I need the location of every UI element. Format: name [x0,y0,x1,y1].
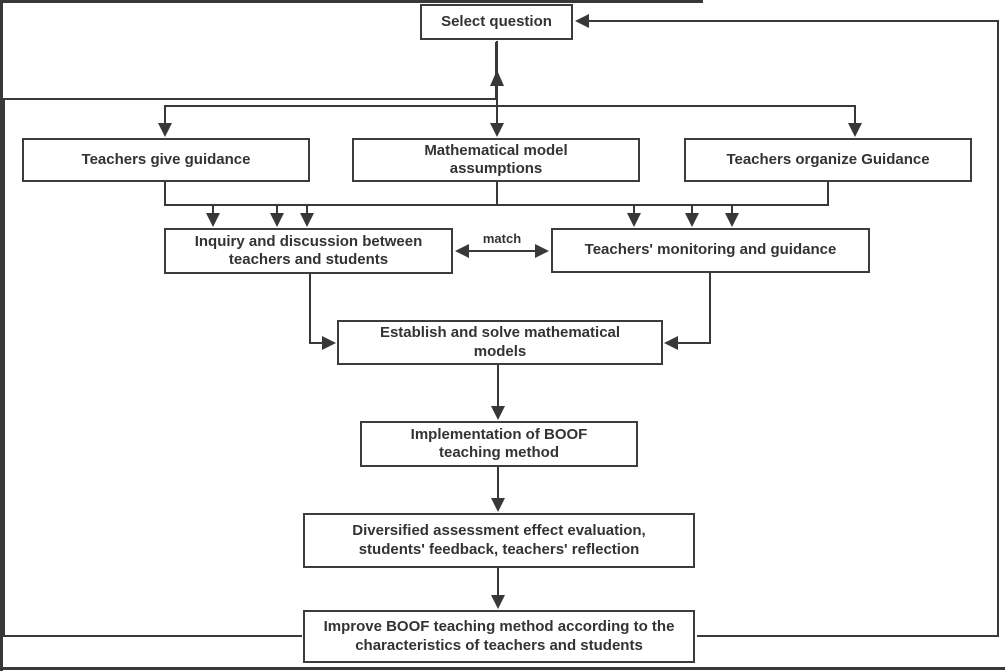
node-label: Mathematical model assumptions [424,141,568,177]
node-label: Establish and solve mathematical models [379,324,621,360]
node-implementation-boof: Implementation of BOOF teaching method [360,421,638,467]
arrowhead-into-give-guidance [158,123,172,137]
node-inquiry-and-discussion: Inquiry and discussion between teachers … [164,228,453,274]
arrowhead-into-organize-guidance [848,123,862,137]
flow-line-right-feedback [584,20,999,637]
arrowhead-into-establish-left [322,336,336,350]
node-label: Teachers give guidance [81,150,251,168]
arrowhead-into-diversified [491,498,505,512]
arrowhead-into-monitoring-1 [627,213,641,227]
arrowhead-into-improve [491,595,505,609]
node-teachers-monitoring: Teachers' monitoring and guidance [551,228,870,273]
node-teachers-organize-guidance: Teachers organize Guidance [684,138,972,182]
node-teachers-give-guidance: Teachers give guidance [22,138,310,182]
arrowhead-into-implementation [491,406,505,420]
node-diversified-assessment: Diversified assessment effect evaluation… [303,513,695,568]
collector-distribution [164,182,829,227]
arrowhead-into-monitoring-3 [725,213,739,227]
node-label: Teachers organize Guidance [726,150,930,168]
arrowhead-into-monitoring-2 [685,213,699,227]
top-distribution [158,41,862,137]
flow-line-inquiry-exit [309,274,324,344]
arrowhead-into-establish-right [664,336,678,350]
arrowhead-into-math-assumptions [490,123,504,137]
node-improve-boof: Improve BOOF teaching method according t… [303,610,695,663]
arrowhead-into-inquiry-2 [270,213,284,227]
edge-label-match: match [482,231,522,246]
match-connector [455,244,549,258]
node-establish-and-solve: Establish and solve mathematical models [337,320,663,365]
node-label: Improve BOOF teaching method according t… [323,618,675,654]
node-mathematical-model-assumptions: Mathematical model assumptions [352,138,640,182]
vertical-chain [491,365,505,609]
node-label: Teachers' monitoring and guidance [584,241,837,259]
merge-into-establish [309,273,711,350]
node-label: Implementation of BOOF teaching method [410,425,588,461]
node-label: Diversified assessment effect evaluation… [352,522,646,558]
arrowhead-into-inquiry-1 [206,213,220,227]
arrowhead-into-select-right [575,14,589,28]
arrowhead-match-left [455,244,469,258]
flow-line-monitoring-exit [674,273,711,344]
arrowhead-match-right [535,244,549,258]
node-select-question: Select question [420,4,573,40]
node-label: Inquiry and discussion between teachers … [194,232,423,268]
arrowhead-into-inquiry-3 [300,213,314,227]
node-label: Select question [441,12,552,30]
